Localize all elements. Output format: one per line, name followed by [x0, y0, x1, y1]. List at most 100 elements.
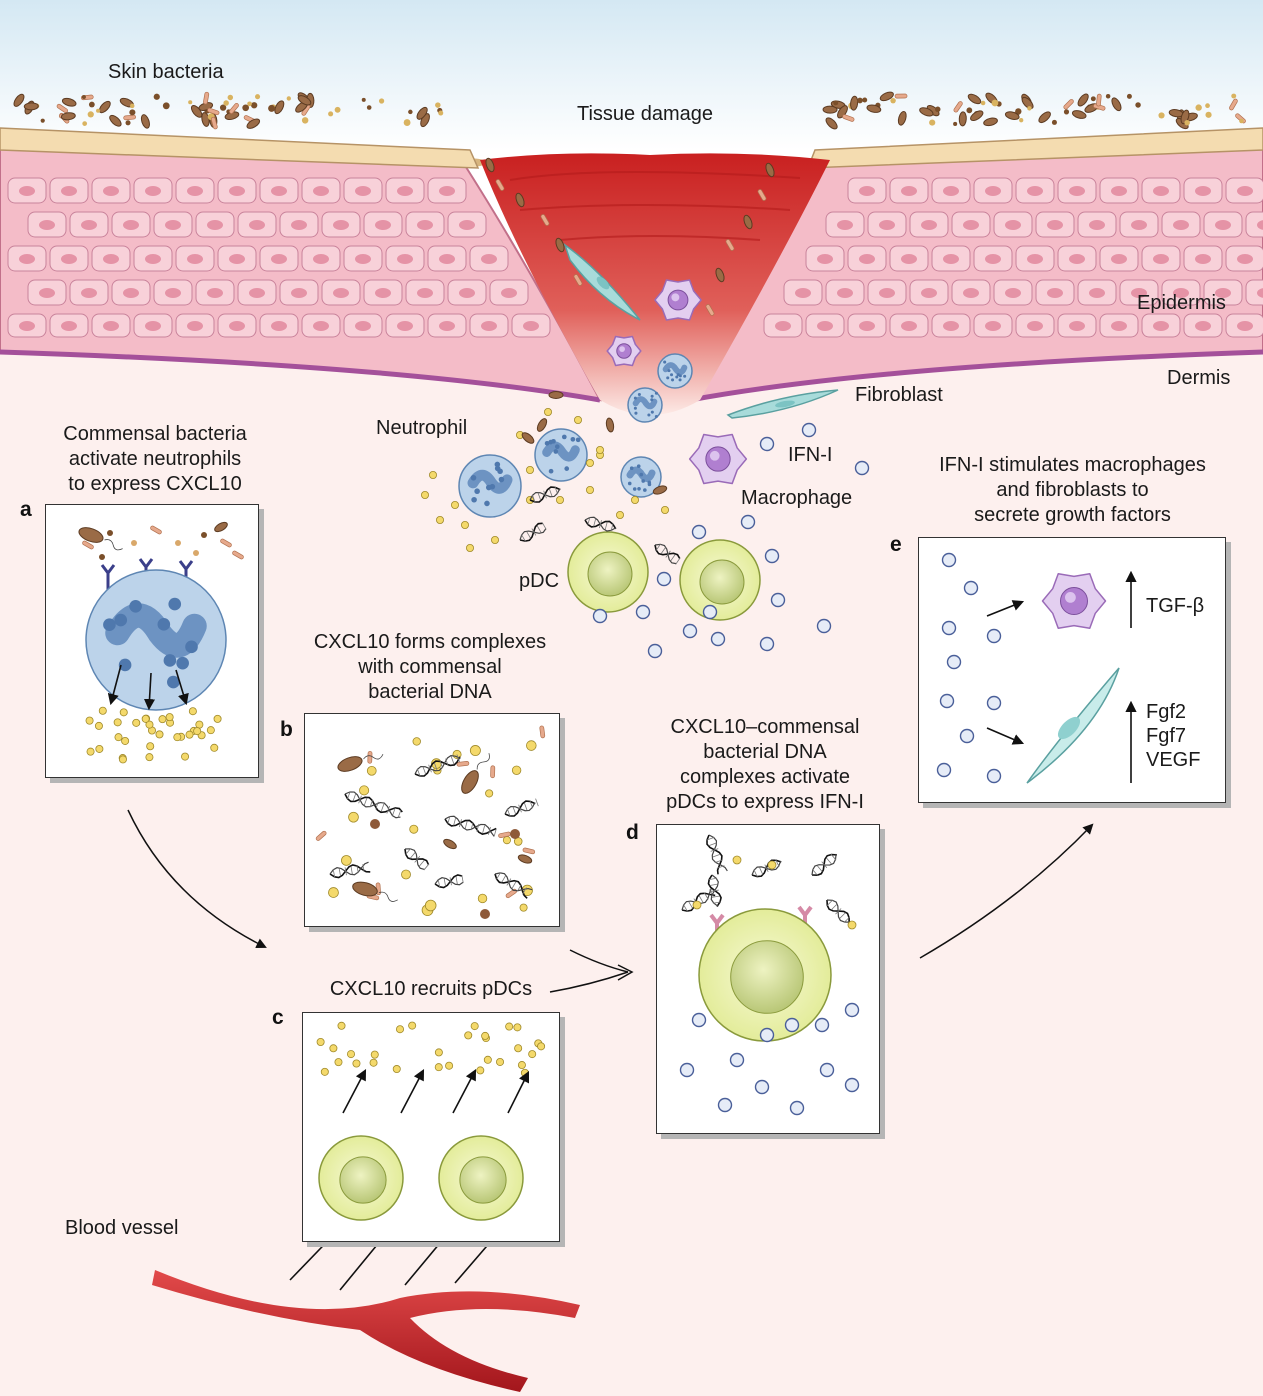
cxcl10-molecule [347, 1050, 356, 1059]
epidermal-nucleus [459, 220, 475, 230]
epidermal-nucleus [39, 288, 55, 298]
epidermal-nucleus [1005, 220, 1021, 230]
neutrophil-cell [458, 454, 522, 518]
epidermal-nucleus [1215, 288, 1231, 298]
ifn-i-molecule [656, 571, 672, 587]
bacterium [1111, 97, 1122, 112]
bacterial-dna [444, 815, 497, 837]
epidermal-nucleus [817, 321, 833, 331]
bacterium [765, 162, 775, 178]
bacterium [825, 117, 838, 130]
bacterial-rod [540, 214, 550, 226]
recruit-arrow [452, 1069, 477, 1114]
epidermal-nucleus [19, 186, 35, 196]
bacterium [879, 91, 894, 102]
caption-d: CXCL10–commensal bacterial DNA complexes… [620, 715, 910, 815]
epidermal-nucleus [145, 321, 161, 331]
panel-e-art [936, 552, 1137, 784]
bacterium [140, 114, 150, 129]
epidermal-nucleus [313, 186, 329, 196]
bacterial-particle [129, 109, 136, 116]
ifn-i-molecule [946, 654, 962, 670]
epidermal-nucleus [355, 254, 371, 264]
ifn-i-molecule [814, 1017, 830, 1033]
bacterial-particle [1135, 102, 1141, 108]
secretion-arrow [107, 664, 122, 706]
ifn-i-molecule [691, 1012, 707, 1028]
bacterial-particle [193, 550, 199, 556]
epidermal-nucleus [103, 321, 119, 331]
bacterial-rod [953, 101, 963, 113]
epidermal-nucleus [817, 254, 833, 264]
epidermal-nucleus [103, 254, 119, 264]
bacterial-particle [1090, 96, 1096, 102]
bacterial-particle [268, 104, 276, 112]
panel-letter-d: d [626, 821, 639, 844]
pdc-cell [679, 539, 761, 621]
cxcl10-molecule [320, 1067, 329, 1076]
label-pdc: pDC [519, 570, 560, 592]
epidermal-nucleus [145, 254, 161, 264]
bacterium [60, 112, 76, 121]
cxcl10-molecule [434, 1063, 443, 1072]
cxcl10-molecule [692, 900, 702, 910]
ifn-i-molecule [854, 460, 870, 476]
caption-a: Commensal bacteria activate neutrophils … [20, 422, 290, 497]
cxcl10-molecule [526, 740, 537, 751]
bacterium [461, 753, 490, 794]
bacterial-dna [344, 791, 403, 819]
bacterial-particle [227, 94, 234, 101]
cxcl10-molecule [596, 445, 605, 454]
epidermal-nucleus [439, 321, 455, 331]
panel-a-art [78, 521, 244, 764]
epidermal-nucleus [1237, 186, 1253, 196]
epidermal-nucleus [943, 321, 959, 331]
neutrophil-cell [620, 456, 662, 498]
bacterial-particle [175, 540, 181, 546]
basal-membrane-left [0, 349, 601, 403]
cxcl10-molecule [465, 544, 474, 553]
cxcl10-molecule [476, 1066, 485, 1075]
arrow-d-to-e [919, 823, 1094, 959]
epidermal-nucleus [985, 186, 1001, 196]
label-fgf2: Fgf2 [1146, 701, 1187, 723]
neutrophil-cell [627, 387, 663, 423]
cxcl10-molecule [586, 458, 595, 467]
epidermal-nucleus [901, 186, 917, 196]
cxcl10-molecule [661, 505, 670, 514]
label-vegf: VEGF [1146, 749, 1201, 771]
epidermal-nucleus [859, 321, 875, 331]
label-epidermis: Epidermis [1137, 292, 1226, 314]
stratum-corneum-left [0, 127, 480, 169]
epidermal-nucleus [837, 220, 853, 230]
bacterial-dna [529, 486, 561, 503]
bacterial-particle [1027, 106, 1032, 111]
cxcl10-molecule [145, 753, 154, 762]
bacterium [1077, 93, 1089, 107]
bacterial-rod [1063, 99, 1074, 110]
ifn-i-molecule [941, 552, 957, 568]
caption-a-line: to express CXCL10 [68, 473, 242, 495]
panel-letter-a: a [20, 498, 32, 521]
bacterial-particle [1158, 112, 1165, 119]
bacterial-particle [242, 104, 250, 112]
bacterium [485, 157, 495, 173]
cxcl10-molecule [483, 1055, 492, 1064]
epidermal-nucleus [921, 220, 937, 230]
epidermal-nucleus [943, 254, 959, 264]
caption-b-line: bacterial DNA [368, 681, 492, 703]
label-tgf-beta: TGF-β [1146, 595, 1205, 617]
cxcl10-molecule [396, 1025, 405, 1034]
ifn-i-molecule [759, 1027, 775, 1043]
bacterium [605, 417, 615, 433]
bacterium [352, 881, 398, 902]
cxcl10-molecule [732, 855, 742, 865]
cxcl10-molecule [409, 824, 419, 834]
bacterium [61, 97, 77, 107]
bacterial-particle [966, 107, 973, 114]
bacterial-dna [707, 874, 722, 908]
epidermal-nucleus [61, 321, 77, 331]
epidermal-nucleus [187, 186, 203, 196]
bacterium [983, 117, 998, 127]
label-tissue-damage: Tissue damage [577, 103, 713, 125]
